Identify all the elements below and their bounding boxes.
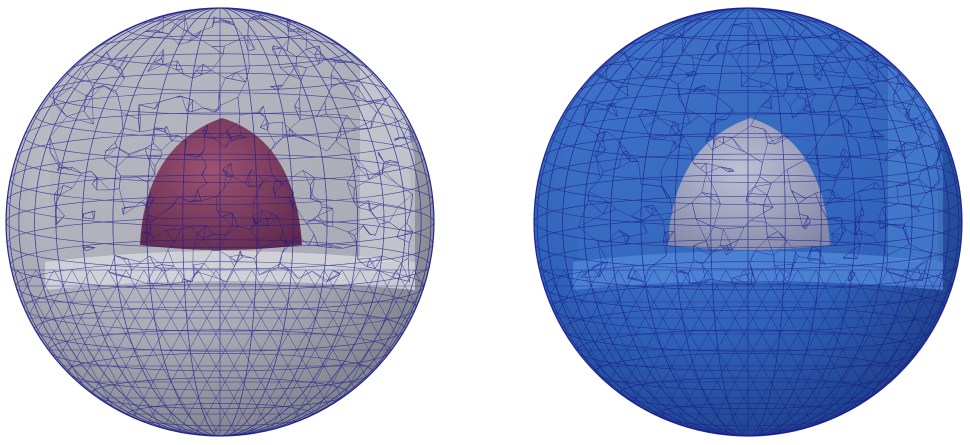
right-sphere-figure [528,0,968,445]
inner-core [140,118,302,250]
left-sphere-svg [5,7,435,437]
right-sphere-svg [533,7,963,437]
inner-core [668,118,830,250]
sphere-outline [5,7,435,437]
mesh-wireframe [534,8,962,436]
section-face-right [330,20,415,262]
left-sphere-figure [0,0,440,445]
sphere-outline [533,7,963,437]
